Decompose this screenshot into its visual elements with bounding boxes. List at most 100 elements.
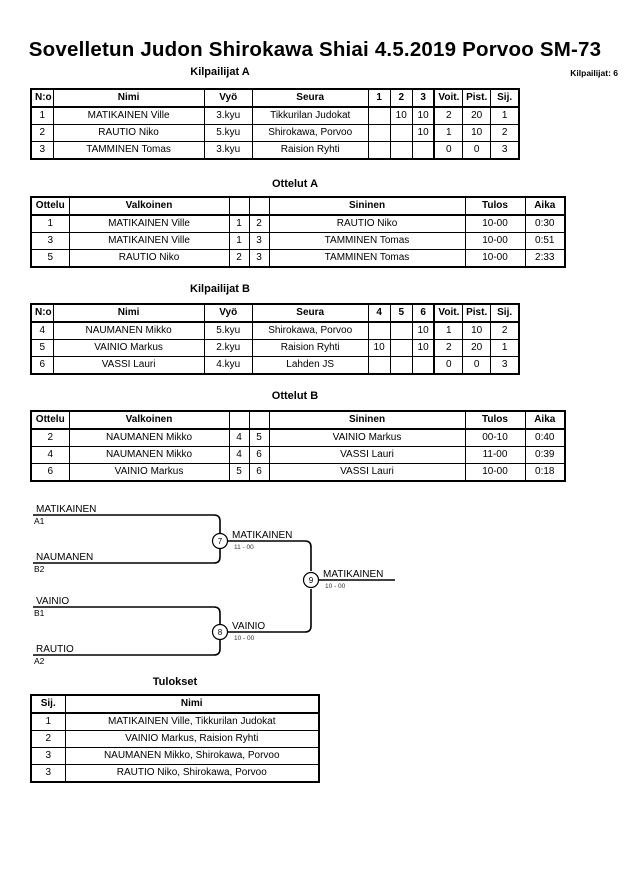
cell-white-no: 5 [228,463,250,482]
cell-place: 3 [490,141,521,160]
cell-name: RAUTIO Niko, Shirokawa, Porvoo [64,764,320,783]
bracket-entry-seed: A1 [34,516,45,526]
matches-b-header-row: Ottelu Valkoinen Sininen Tulos Aika [30,410,566,430]
matches-b-col-no: Ottelu [30,410,70,430]
cell-time: 0:39 [524,446,566,464]
table-row: 6 VASSI Lauri 4.kyu Lahden JS 0 0 3 [29,356,521,375]
cell-belt: 4.kyu [203,356,253,375]
cell-place: 1 [490,339,521,357]
matches-a-col-blue-num [248,196,270,216]
section-title-matches-b: Ottelut B [271,390,319,402]
cell-place: 3 [490,356,521,375]
matches-a-header-row: Ottelu Valkoinen Sininen Tulos Aika [30,196,566,216]
cell-no: 3 [29,141,54,160]
pool-b-col-club: Seura [251,303,369,323]
bracket-entry-seed: B2 [34,564,45,574]
results-header-row: Sij. Nimi [30,694,320,714]
pool-a-col-s1: 1 [367,88,391,108]
table-row: 2 VAINIO Markus, Raision Ryhti [30,730,320,748]
pool-b-table: N:o Nimi Vyö Seura 4 5 6 Voit. Pist. Sij… [29,303,521,375]
cell-result: 10-00 [464,249,526,268]
bracket-entry-seed: A2 [34,656,45,666]
cell-name: VAINIO Markus, Raision Ryhti [64,730,320,748]
bracket-node-8 [211,623,229,641]
bracket-entry-name: VAINIO [36,596,69,607]
bracket-entry-name: NAUMANEN [36,552,93,563]
table-row: 1 MATIKAINEN Ville 1 2 RAUTIO Niko 10-00… [30,214,566,233]
pool-a-col-club: Seura [251,88,369,108]
cell-white: MATIKAINEN Ville [68,214,230,233]
cell-name: NAUMANEN Mikko [52,321,205,340]
cell-match-no: 1 [30,214,70,233]
table-row: 1 MATIKAINEN Ville, Tikkurilan Judokat [30,712,320,731]
cell-time: 0:18 [524,463,566,482]
cell-name: RAUTIO Niko [52,124,205,142]
cell-blue: VAINIO Markus [268,428,466,447]
pool-b-col-points: Pist. [462,303,492,323]
matches-a-col-white: Valkoinen [68,196,230,216]
pool-a-col-s2: 2 [389,88,413,108]
cell-blue: VASSI Lauri [268,463,466,482]
pool-a-col-belt: Vyö [203,88,253,108]
matches-a-col-time: Aika [524,196,566,216]
page-title: Sovelletun Judon Shirokawa Shiai 4.5.201… [28,38,602,61]
pool-b-col-s4: 4 [367,303,391,323]
cell-name: VASSI Lauri [52,356,205,375]
cell-score-4 [367,356,391,375]
bracket-entry-name: RAUTIO [36,644,74,655]
cell-blue: TAMMINEN Tomas [268,249,466,268]
cell-score-5 [389,339,413,357]
cell-score-6: 10 [411,321,435,340]
table-row: 6 VAINIO Markus 5 6 VASSI Lauri 10-00 0:… [30,463,566,482]
pool-a-col-place: Sij. [490,88,521,108]
cell-white-no: 1 [228,214,250,233]
matches-a-col-no: Ottelu [30,196,70,216]
cell-belt: 5.kyu [203,321,253,340]
cell-no: 2 [29,124,54,142]
cell-wins: 0 [433,356,464,375]
table-row: 4 NAUMANEN Mikko 5.kyu Shirokawa, Porvoo… [29,321,521,340]
matches-a-col-white-num [228,196,250,216]
cell-club: Raision Ryhti [251,141,369,160]
cell-blue: TAMMINEN Tomas [268,232,466,250]
cell-club: Lahden JS [251,356,369,375]
cell-score-2 [389,141,413,160]
cell-name: MATIKAINEN Ville [52,106,205,125]
matches-b-col-time: Aika [524,410,566,430]
table-row: 2 NAUMANEN Mikko 4 5 VAINIO Markus 00-10… [30,428,566,447]
pool-b-col-place: Sij. [490,303,521,323]
pool-a-col-no: N:o [29,88,54,108]
cell-time: 0:40 [524,428,566,447]
results-table: Sij. Nimi 1 MATIKAINEN Ville, Tikkurilan… [30,694,320,783]
cell-score-3: 10 [411,124,435,142]
elimination-bracket: MATIKAINEN A1 NAUMANEN B2 VAINIO B1 RAUT… [0,495,630,675]
matches-b-col-blue-num [248,410,270,430]
cell-name: MATIKAINEN Ville, Tikkurilan Judokat [64,712,320,731]
cell-time: 0:51 [524,232,566,250]
cell-score-3 [411,141,435,160]
cell-wins: 1 [433,321,464,340]
cell-score-5 [389,356,413,375]
cell-result: 11-00 [464,446,526,464]
cell-club: Shirokawa, Porvoo [251,124,369,142]
cell-blue: RAUTIO Niko [268,214,466,233]
table-row: 4 NAUMANEN Mikko 4 6 VASSI Lauri 11-00 0… [30,446,566,464]
bracket-node-score: 10 - 00 [234,635,255,642]
cell-score-3: 10 [411,106,435,125]
cell-place: 2 [490,124,521,142]
cell-belt: 2.kyu [203,339,253,357]
cell-club: Raision Ryhti [251,339,369,357]
pool-a-col-points: Pist. [462,88,492,108]
cell-score-1 [367,124,391,142]
bracket-node-winner: MATIKAINEN [232,530,292,541]
matches-b-col-white: Valkoinen [68,410,230,430]
cell-white: NAUMANEN Mikko [68,428,230,447]
section-title-pool-b: Kilpailijat B [190,283,250,295]
cell-no: 4 [29,321,54,340]
bracket-entry-seed: B1 [34,608,45,618]
pool-b-col-s5: 5 [389,303,413,323]
pool-b-header-row: N:o Nimi Vyö Seura 4 5 6 Voit. Pist. Sij… [29,303,521,323]
section-title-matches-a: Ottelut A [271,178,319,190]
cell-result: 10-00 [464,232,526,250]
bracket-node-winner: MATIKAINEN [323,569,383,580]
